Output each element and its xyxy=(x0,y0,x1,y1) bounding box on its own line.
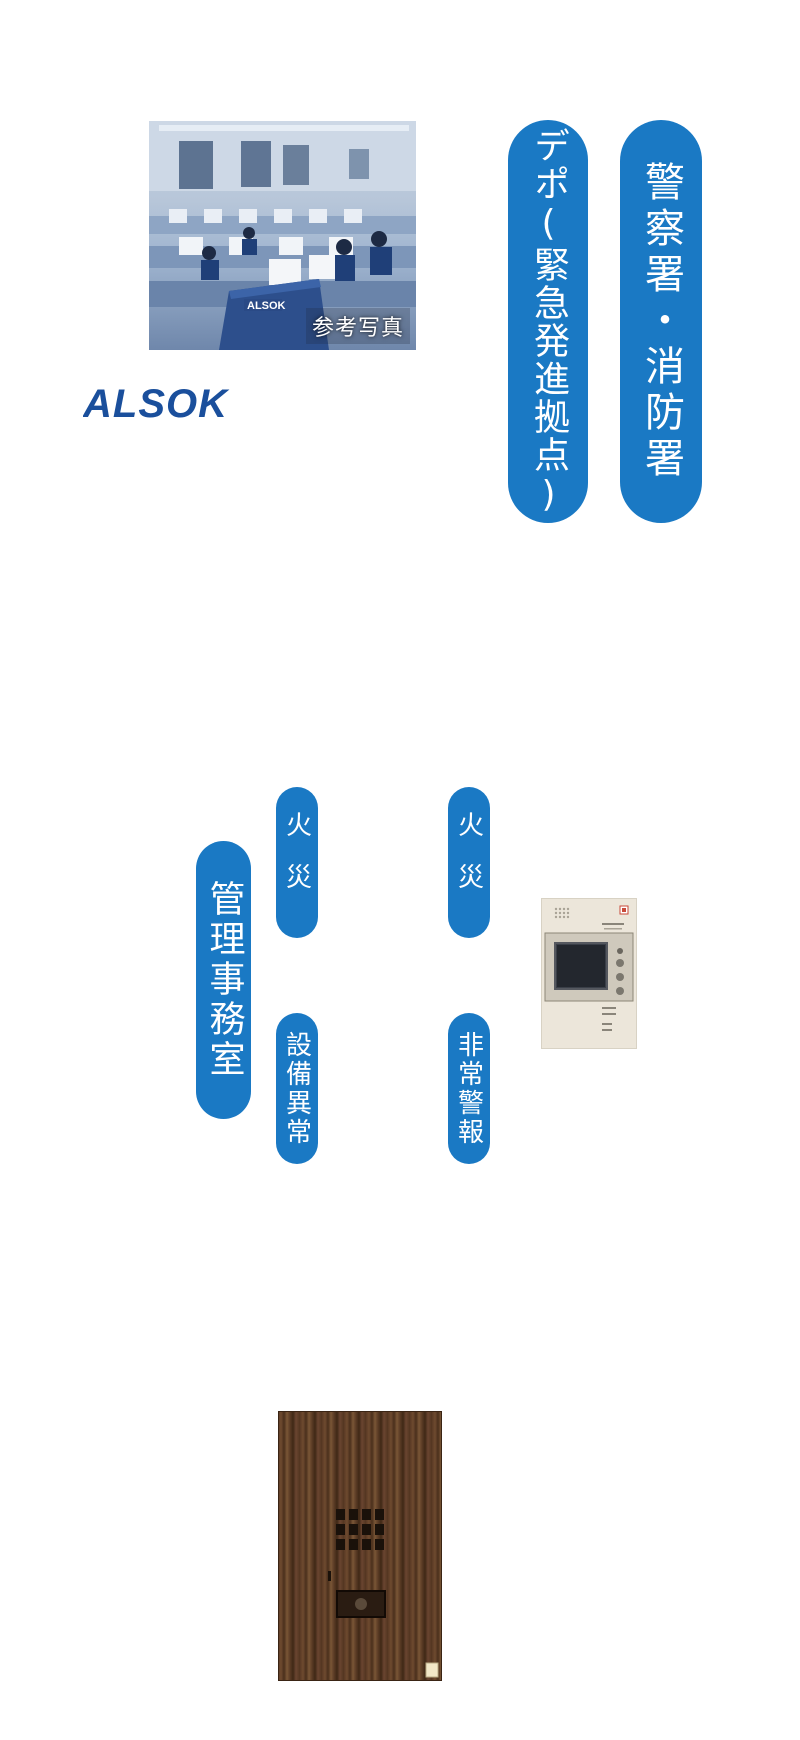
police-fire-station-label: 警察署・消防署 xyxy=(620,120,702,523)
alsok-logo: ALSOK xyxy=(82,382,268,426)
emergency-alarm-label: 非常警報 xyxy=(448,1013,490,1164)
intercom-master-station xyxy=(541,898,637,1049)
monitoring-center-photo: ALSOK 参考写真 xyxy=(149,121,416,350)
photo-caption: 参考写真 xyxy=(305,308,410,344)
alsok-logo-mark: ALSOK xyxy=(82,382,230,426)
svg-text:ALSOK: ALSOK xyxy=(247,300,286,312)
monitoring-center-illustration: ALSOK xyxy=(149,121,416,350)
depot-label: デポ(緊急発進拠点) xyxy=(508,120,588,523)
intercom-device-illustration xyxy=(544,905,634,1031)
svg-text:ALSOK: ALSOK xyxy=(83,383,230,423)
equipment-abnormal-label: 設備異常 xyxy=(276,1013,318,1164)
management-office-label: 管理事務室 xyxy=(196,841,251,1119)
door-panel-illustration xyxy=(328,1509,439,1678)
fire-label-right: 火災 xyxy=(448,787,490,938)
entrance-door-panel xyxy=(278,1411,442,1681)
fire-label-left: 火災 xyxy=(276,787,318,938)
